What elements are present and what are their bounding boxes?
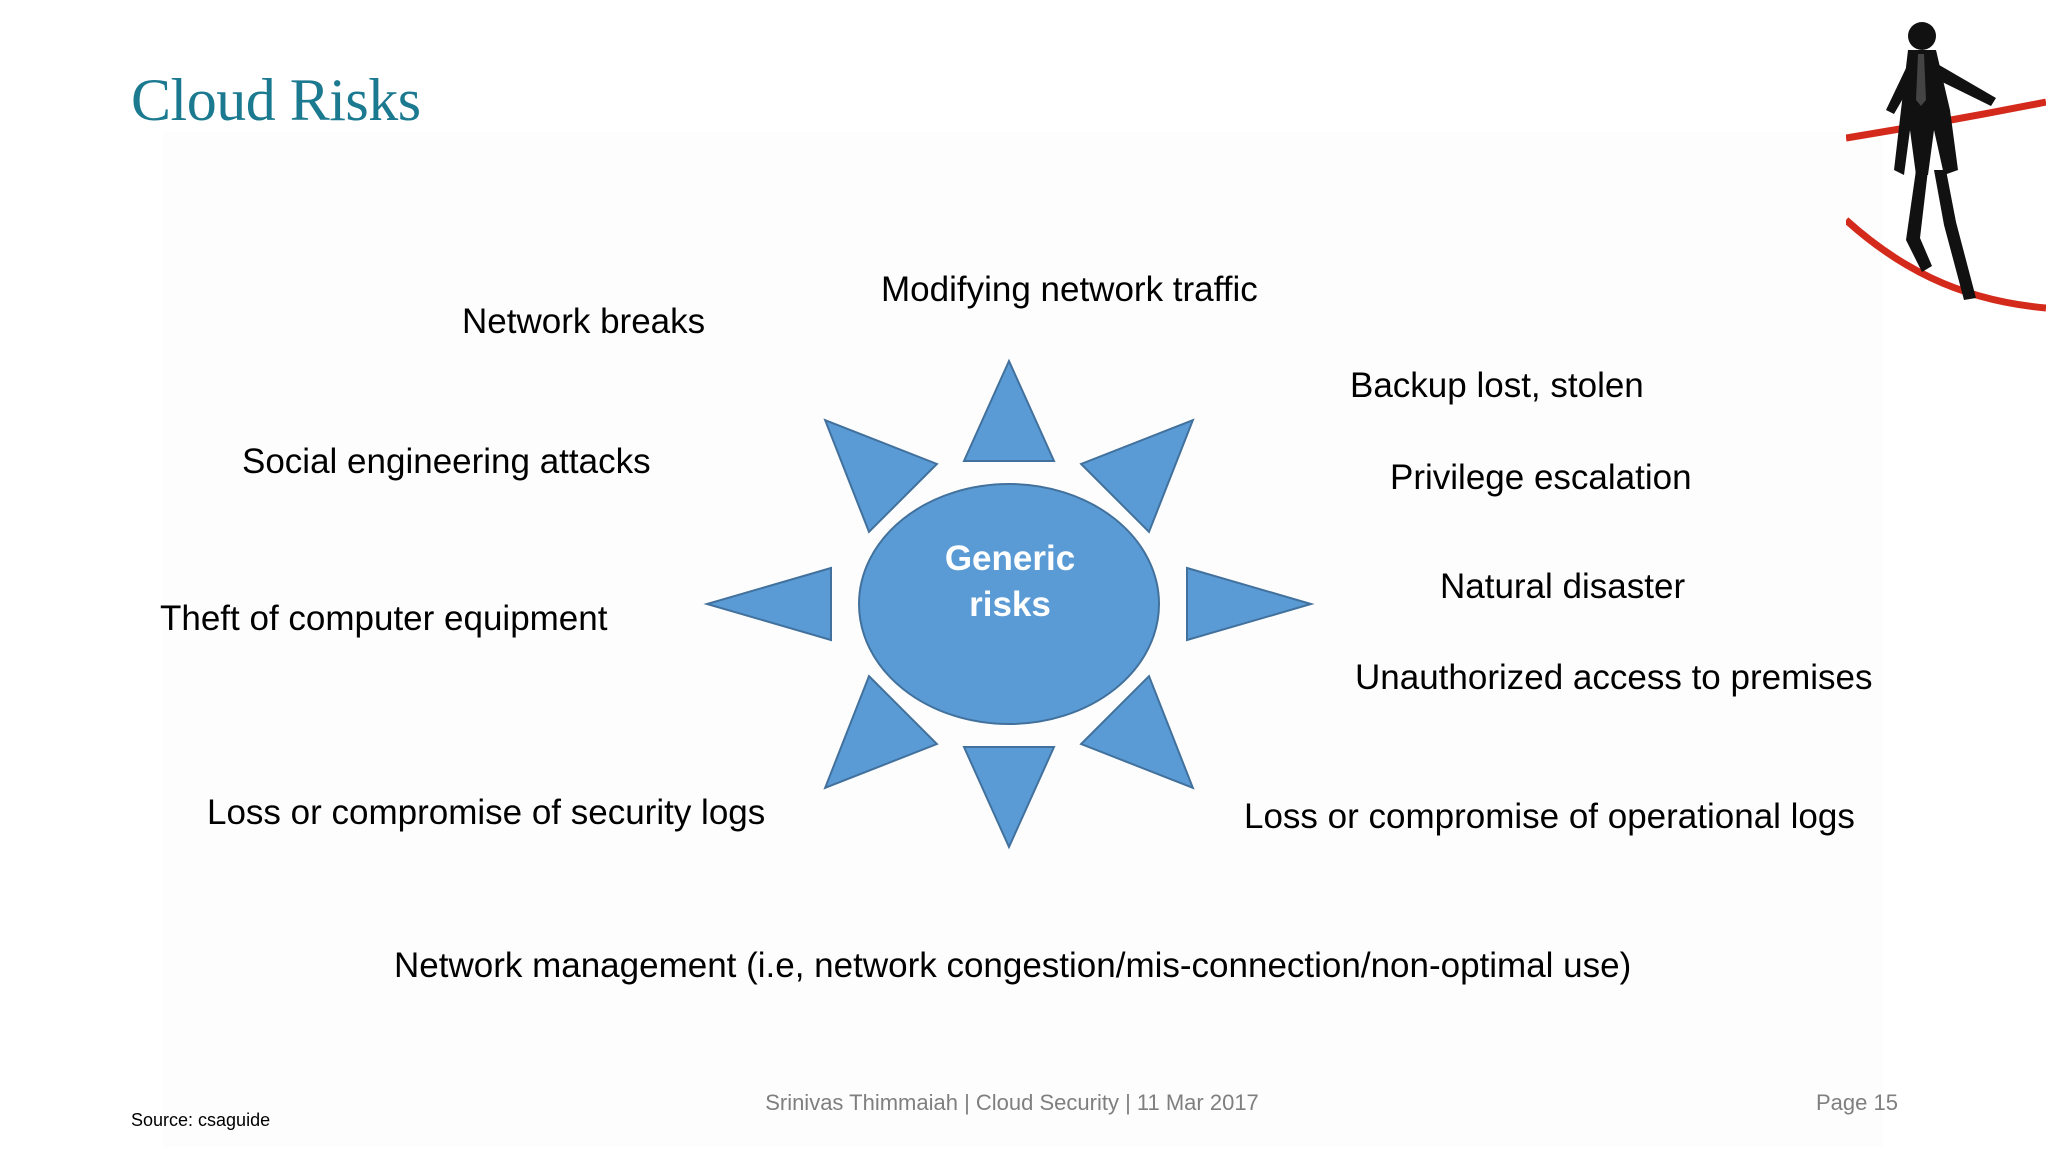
ray-down bbox=[962, 746, 1056, 850]
ray-up bbox=[962, 358, 1056, 462]
ray-right bbox=[1186, 566, 1315, 642]
risk-network-management: Network management (i.e, network congest… bbox=[394, 946, 1632, 985]
tightrope-walker-icon bbox=[1846, 22, 2046, 312]
risk-backup-lost: Backup lost, stolen bbox=[1350, 366, 1644, 405]
ray-left bbox=[703, 566, 832, 642]
ray-down-left bbox=[823, 674, 939, 790]
center-label: Generic risks bbox=[880, 536, 1140, 628]
risk-theft-of-equipment: Theft of computer equipment bbox=[160, 599, 608, 638]
diagram-rays bbox=[703, 358, 1315, 850]
risk-network-breaks: Network breaks bbox=[462, 302, 706, 341]
center-ellipse bbox=[858, 483, 1160, 725]
risk-natural-disaster: Natural disaster bbox=[1440, 567, 1686, 606]
slide-title: Cloud Risks bbox=[131, 67, 421, 133]
risk-loss-security-logs: Loss or compromise of security logs bbox=[207, 793, 766, 832]
risk-modifying-network-traffic: Modifying network traffic bbox=[881, 270, 1258, 309]
page-number: Page 15 bbox=[1816, 1090, 1898, 1115]
risk-loss-operational-logs: Loss or compromise of operational logs bbox=[1244, 797, 1855, 836]
risk-privilege-escalation: Privilege escalation bbox=[1390, 458, 1692, 497]
risk-unauthorized-access: Unauthorized access to premises bbox=[1355, 658, 1873, 697]
ray-up-right bbox=[1079, 418, 1195, 534]
source-note: Source: csaguide bbox=[131, 1110, 271, 1130]
ray-up-left bbox=[823, 418, 939, 534]
footer-text: Srinivas Thimmaiah | Cloud Security | 11… bbox=[765, 1090, 1259, 1115]
center-label-text: Generic risks bbox=[944, 539, 1076, 624]
risk-social-engineering: Social engineering attacks bbox=[242, 442, 651, 481]
ray-down-right bbox=[1079, 674, 1195, 790]
